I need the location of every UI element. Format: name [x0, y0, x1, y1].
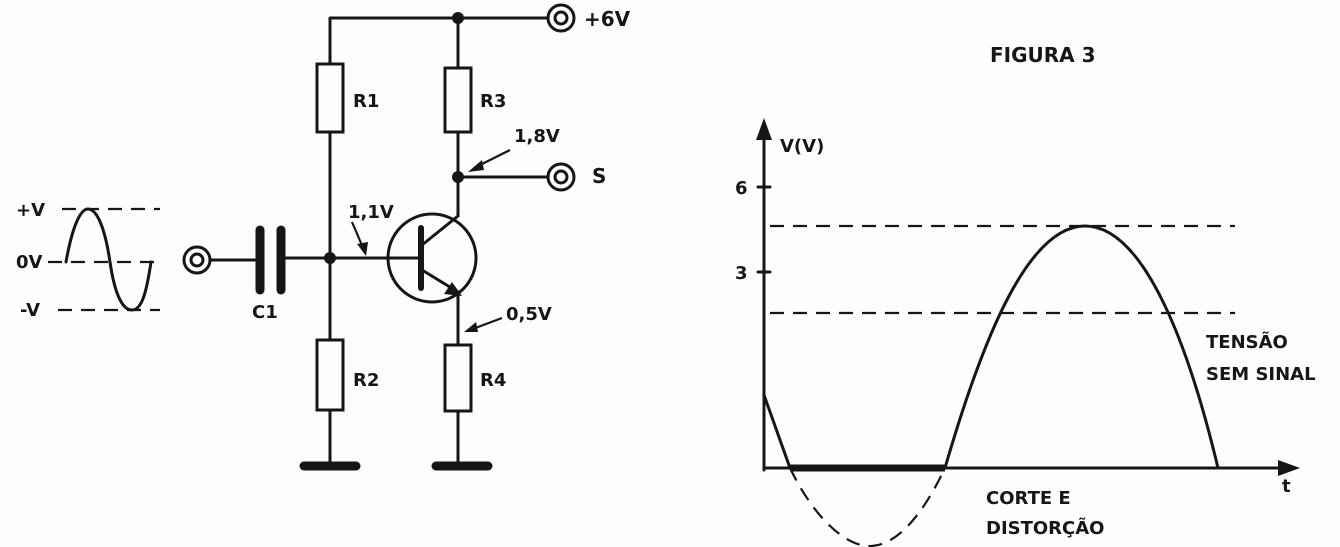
transistor-collector-lead — [420, 214, 460, 247]
collector-voltage-arrowhead — [468, 160, 484, 172]
emitter-voltage-arrowhead — [464, 322, 478, 332]
figure-title: FIGURA 3 — [990, 43, 1096, 67]
cutoff-annotation-line2: DISTORÇÃO — [986, 516, 1105, 539]
y-tick-label-3: 3 — [735, 263, 748, 284]
resistor-r3 — [443, 66, 473, 134]
resistor-r4 — [443, 343, 473, 413]
output-label: S — [592, 164, 606, 188]
input-wave-top-label: +V — [16, 200, 45, 221]
output-terminal-inner — [553, 169, 569, 185]
cutoff-annotation-line1: CORTE E — [986, 488, 1071, 509]
y-axis-arrowhead — [756, 118, 772, 140]
resistor-r2-label: R2 — [353, 370, 379, 391]
voltage-graph: FIGURA 3 V(V) t 6 3 TENSÃO SEM SINAL COR… — [735, 43, 1316, 547]
supply-terminal-inner — [553, 10, 569, 26]
input-terminal-inner — [189, 252, 205, 268]
emitter-voltage-label: 0,5V — [506, 304, 552, 325]
rest-annotation-line1: TENSÃO — [1206, 330, 1288, 353]
collector-voltage-label: 1,8V — [514, 126, 560, 147]
resistor-r1 — [315, 62, 345, 134]
output-waveform — [762, 224, 1220, 470]
resistor-r1-label: R1 — [353, 91, 379, 112]
input-terminal — [182, 245, 212, 275]
output-terminal — [546, 162, 576, 192]
resistor-r3-label: R3 — [480, 91, 506, 112]
capacitor-label: C1 — [252, 302, 278, 323]
x-axis-label: t — [1282, 476, 1291, 497]
x-axis-arrowhead — [1278, 460, 1300, 476]
base-voltage-label: 1,1V — [348, 202, 394, 223]
supply-label: +6V — [584, 7, 631, 31]
top-rail-wire — [328, 16, 550, 104]
y-axis-label: V(V) — [780, 136, 824, 157]
resistor-r4-label: R4 — [480, 370, 506, 391]
supply-terminal — [546, 3, 576, 33]
resistor-r2 — [315, 338, 345, 412]
input-wave-bottom-label: -V — [20, 300, 40, 321]
input-wave-zero-label: 0V — [16, 252, 43, 273]
y-tick-label-6: 6 — [735, 178, 748, 199]
clipped-waveform — [789, 467, 946, 547]
circuit-diagram: +6V R1 R2 R3 S 1,8V 1,1V — [16, 3, 631, 471]
input-sine-wave — [64, 207, 153, 312]
base-voltage-arrowhead — [357, 242, 368, 256]
rest-annotation-line2: SEM SINAL — [1206, 364, 1316, 385]
